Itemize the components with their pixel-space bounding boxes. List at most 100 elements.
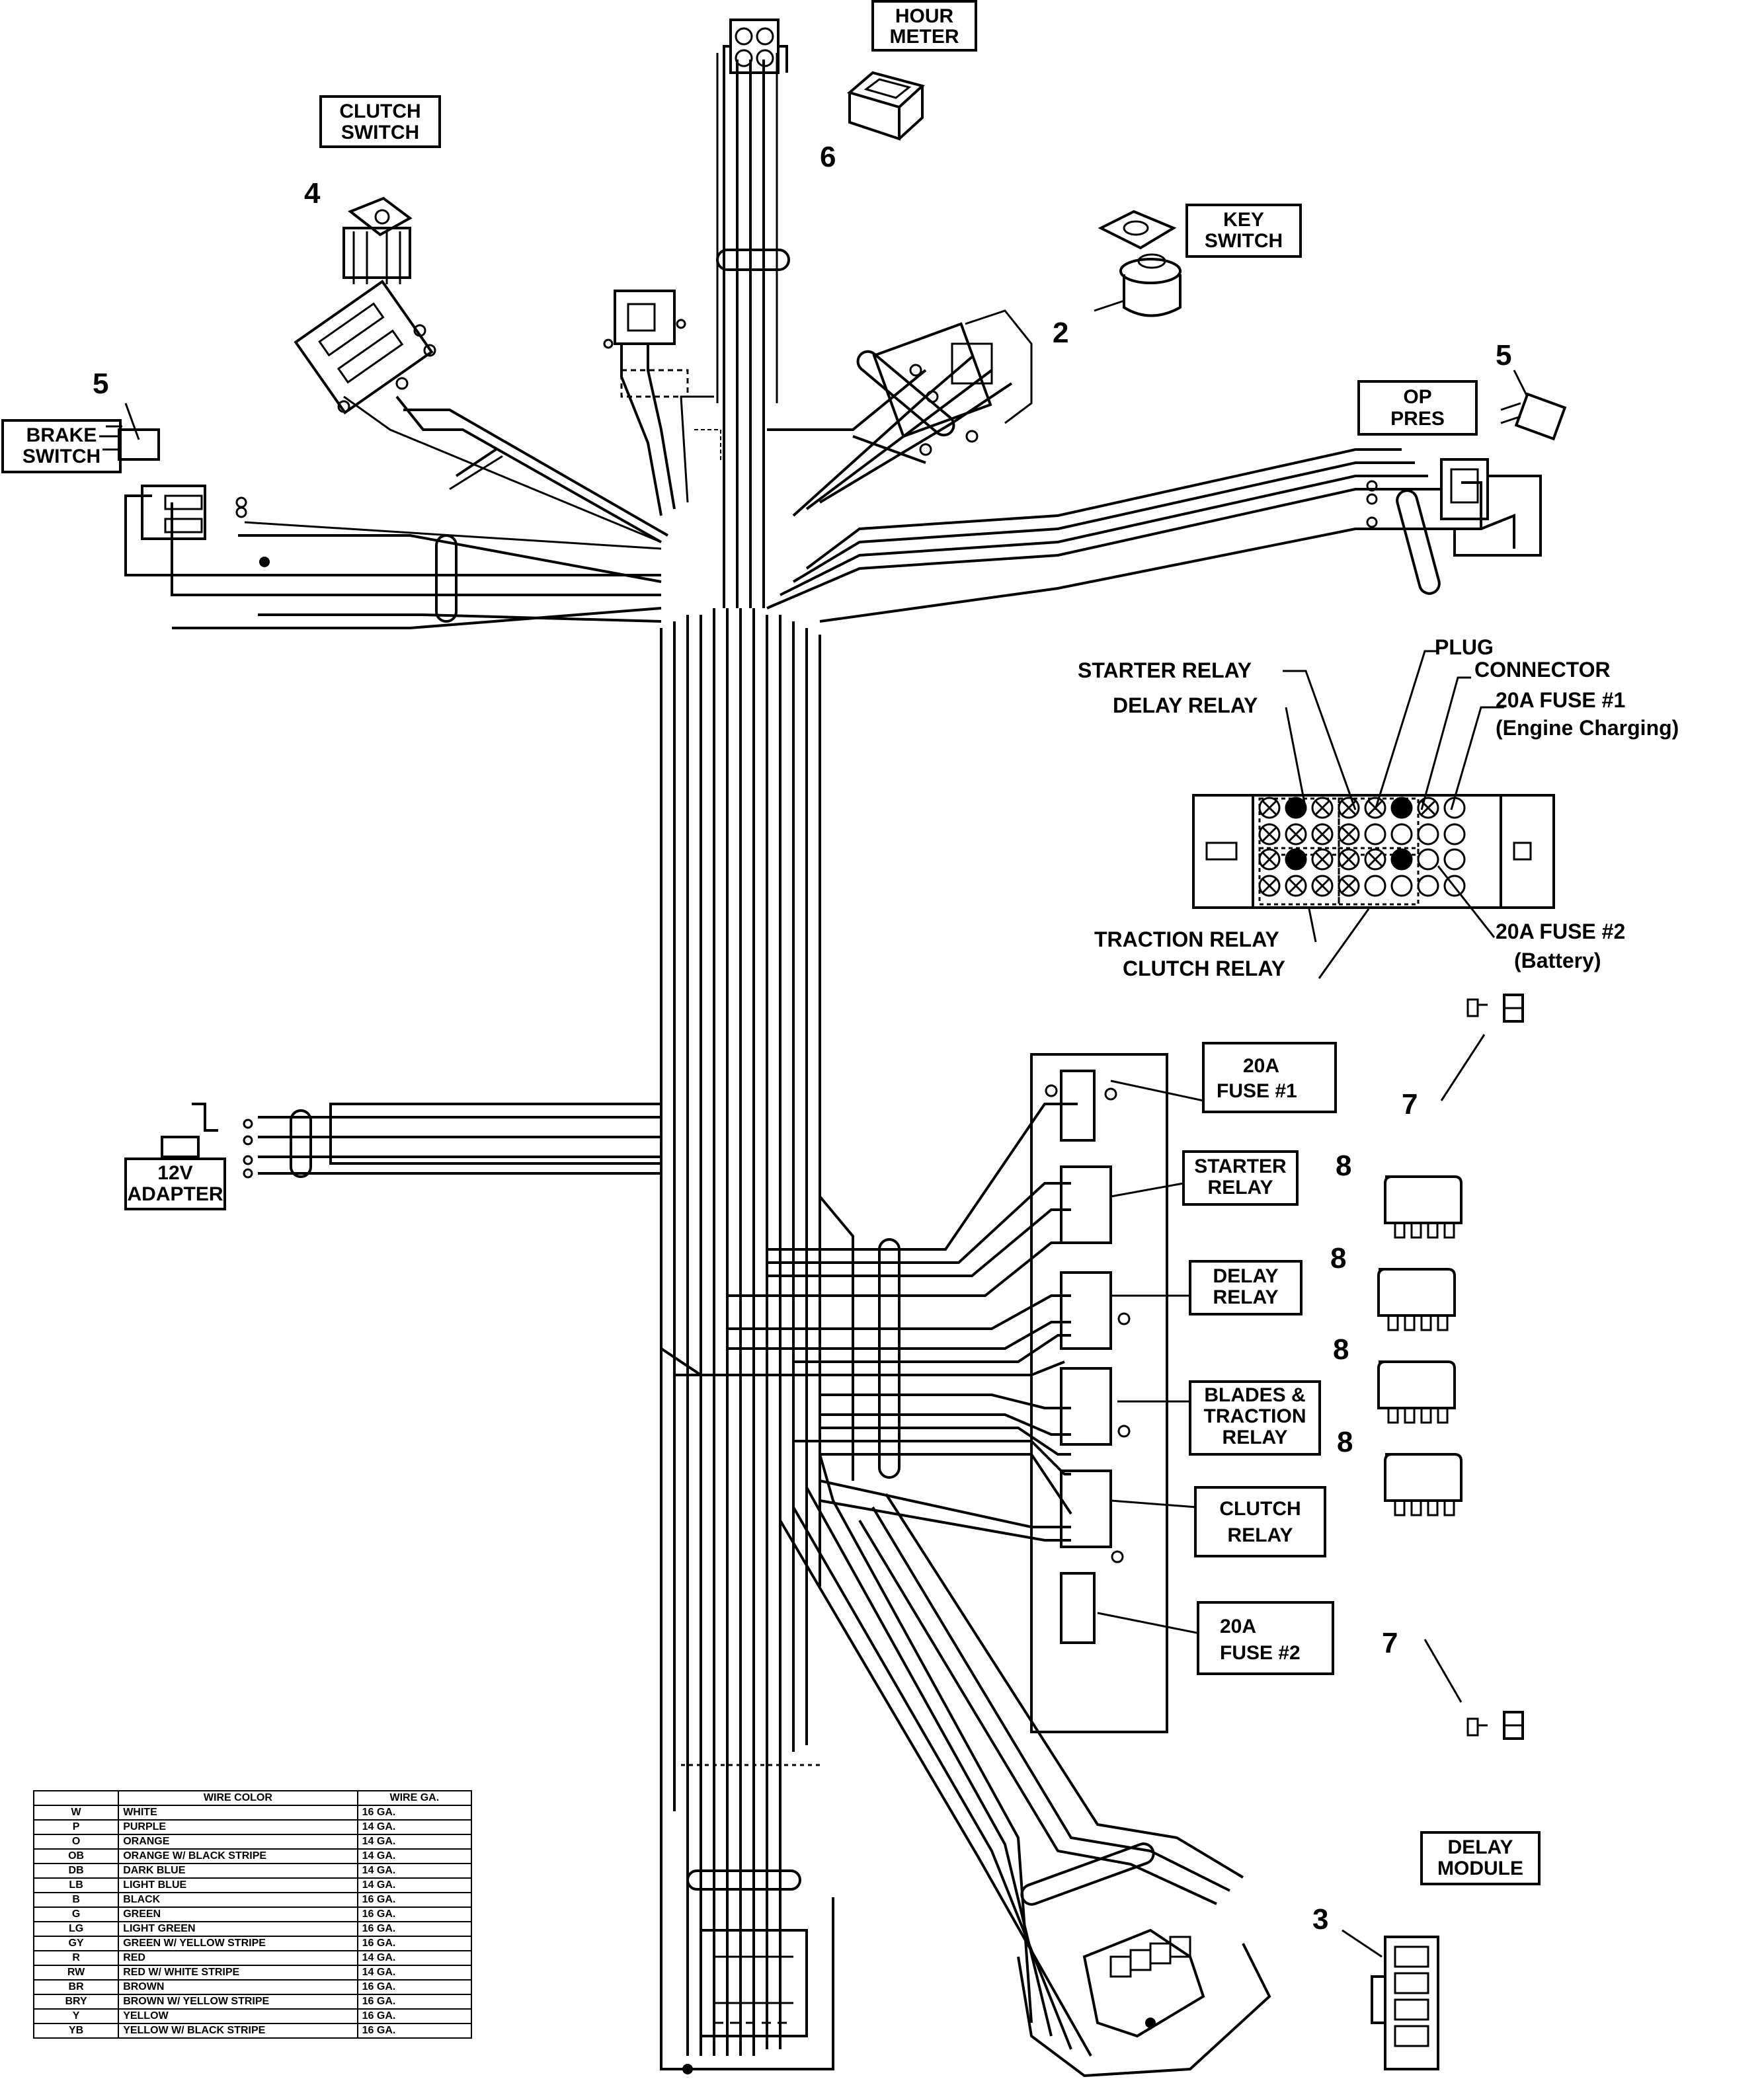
- fuse-cavity: [1417, 875, 1439, 897]
- wire-color: YELLOW: [118, 2008, 358, 2024]
- svg-text:20A: 20A: [1220, 1616, 1256, 1637]
- adapter-12v-callout: 12V ADAPTER: [124, 1158, 226, 1210]
- svg-text:RELAY: RELAY: [1223, 1427, 1288, 1448]
- delay-module-branch: [779, 1454, 1271, 2078]
- wire-gauge: 16 GA.: [356, 1994, 473, 2010]
- svg-text:ADAPTER: ADAPTER: [127, 1183, 223, 1205]
- harness-trunk: [660, 53, 823, 2056]
- wire-color: WHITE: [118, 1805, 358, 1821]
- svg-text:SWITCH: SWITCH: [22, 446, 100, 467]
- wire-color: RED W/ WHITE STRIPE: [118, 1965, 358, 1981]
- brake-branch: [124, 485, 662, 629]
- brake-switch-callout: BRAKE SWITCH: [1, 419, 122, 473]
- wire-gauge: 16 GA.: [356, 2008, 473, 2024]
- wire-gauge: 16 GA.: [356, 1892, 473, 1908]
- svg-text:8: 8: [1336, 1150, 1351, 1182]
- wire-gauge: 14 GA.: [356, 1819, 473, 1835]
- fuse-block-labels: STARTER RELAY DELAY RELAY PLUG CONNECTOR…: [1078, 635, 1679, 980]
- delay-module-callout: DELAY MODULE: [1420, 1831, 1541, 1885]
- clutch-relay-callout: CLUTCH RELAY: [1194, 1486, 1326, 1557]
- svg-text:RELAY: RELAY: [1228, 1524, 1293, 1546]
- fuse-cavity: [1417, 823, 1439, 845]
- wire-gauge: 14 GA.: [356, 1950, 473, 1966]
- svg-text:TRACTION RELAY: TRACTION RELAY: [1094, 927, 1279, 951]
- cavity-cross: [1341, 851, 1357, 867]
- fuse1-callout: 20A FUSE #1: [1202, 1042, 1337, 1113]
- cavity-cross: [1288, 826, 1304, 842]
- clutch-switch-branch: [294, 280, 668, 543]
- svg-text:CONNECTOR: CONNECTOR: [1474, 658, 1611, 682]
- spare-fuse-top: [1440, 994, 1524, 1101]
- svg-text:OP: OP: [1403, 386, 1431, 408]
- wire-gauge: 14 GA.: [356, 1965, 473, 1981]
- svg-text:20A: 20A: [1243, 1055, 1279, 1077]
- wire-color: BROWN: [118, 1979, 358, 1995]
- fuse-cavity: [1443, 823, 1466, 845]
- svg-text:FUSE #2: FUSE #2: [1220, 1642, 1301, 1664]
- relay-leaders: [1097, 1080, 1204, 1634]
- svg-text:STARTER: STARTER: [1194, 1156, 1287, 1177]
- svg-text:STARTER RELAY: STARTER RELAY: [1078, 658, 1252, 682]
- wire-code: RW: [32, 1965, 120, 1981]
- table-header: WIRE GA.: [356, 1790, 473, 1806]
- fuse-cavity: [1364, 875, 1386, 897]
- clutch-switch-icon: [342, 196, 413, 284]
- svg-text:7: 7: [1382, 1627, 1398, 1659]
- relay-icon: [1384, 1175, 1463, 1239]
- svg-text:12V: 12V: [157, 1162, 192, 1184]
- svg-text:CLUTCH: CLUTCH: [339, 100, 421, 122]
- svg-text:8: 8: [1337, 1426, 1353, 1458]
- svg-text:3: 3: [1312, 1903, 1328, 1936]
- cavity-cross: [1262, 878, 1277, 894]
- svg-text:(Engine Charging): (Engine Charging): [1496, 716, 1679, 740]
- wire-code: W: [32, 1805, 120, 1821]
- svg-text:2: 2: [1053, 317, 1068, 349]
- wire-code: LG: [32, 1921, 120, 1937]
- svg-text:PRES: PRES: [1390, 408, 1445, 430]
- svg-text:DELAY: DELAY: [1448, 1836, 1513, 1858]
- fuse-cavity: [1390, 848, 1413, 871]
- wire-code: DB: [32, 1863, 120, 1879]
- cavity-cross: [1341, 826, 1357, 842]
- svg-text:HOUR: HOUR: [895, 5, 954, 27]
- wire-color: GREEN: [118, 1906, 358, 1922]
- svg-text:5: 5: [1496, 339, 1511, 372]
- svg-text:MODULE: MODULE: [1437, 1858, 1523, 1879]
- key-switch-branch: [767, 309, 1033, 517]
- relay-icon: [1384, 1453, 1463, 1516]
- wire-color: RED: [118, 1950, 358, 1966]
- op-pres-callout: OP PRES: [1357, 380, 1478, 436]
- svg-text:DELAY RELAY: DELAY RELAY: [1113, 693, 1258, 717]
- wire-color: YELLOW W/ BLACK STRIPE: [118, 2023, 358, 2039]
- wire-code: P: [32, 1819, 120, 1835]
- cavity-cross: [1262, 800, 1277, 816]
- svg-text:CLUTCH: CLUTCH: [1219, 1498, 1301, 1520]
- svg-text:4: 4: [304, 177, 321, 210]
- hour-meter-connector: [723, 19, 788, 74]
- relay-icon: [1377, 1360, 1456, 1424]
- svg-text:DELAY: DELAY: [1213, 1265, 1279, 1287]
- fuse-cavity: [1390, 823, 1413, 845]
- svg-text:RELAY: RELAY: [1208, 1177, 1273, 1198]
- wire-code: B: [32, 1892, 120, 1908]
- svg-text:8: 8: [1330, 1242, 1346, 1275]
- wire-color: ORANGE W/ BLACK STRIPE: [118, 1848, 358, 1864]
- relay-branch: [660, 635, 1168, 1733]
- wire-color: BROWN W/ YELLOW STRIPE: [118, 1994, 358, 2010]
- table-header: [32, 1790, 120, 1806]
- wire-color: DARK BLUE: [118, 1863, 358, 1879]
- op-pres-branch: [766, 448, 1542, 623]
- wire-color: LIGHT BLUE: [118, 1877, 358, 1893]
- fuse-cavity: [1417, 848, 1439, 871]
